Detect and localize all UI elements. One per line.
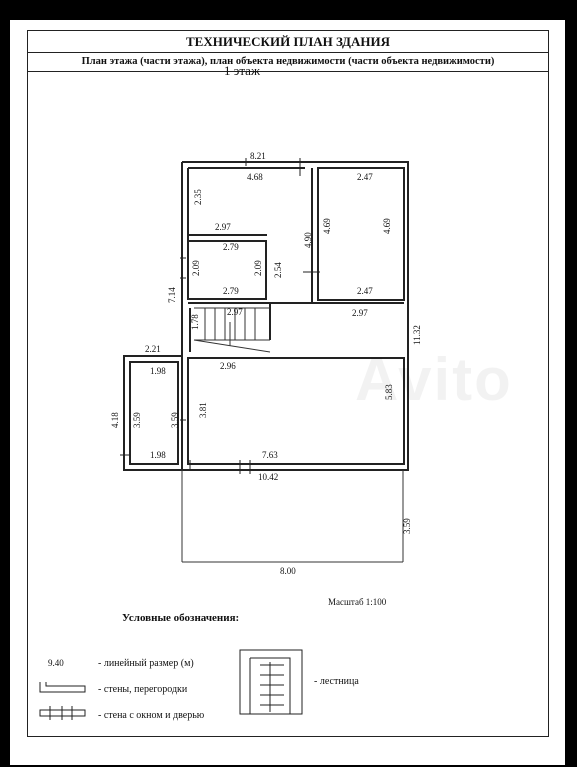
legend-item-dimension: - линейный размер (м) [98, 658, 194, 669]
hall-room [187, 357, 405, 465]
dim-label: 2.96 [220, 361, 236, 371]
dim-label: 5.83 [384, 384, 394, 400]
dim-label: 2.47 [357, 172, 373, 182]
dim-label: 2.79 [223, 242, 239, 252]
right-room [317, 167, 405, 301]
stair-steps [193, 307, 271, 353]
legend-sample-value: 9.40 [48, 658, 64, 668]
dim-label: 2.35 [193, 189, 203, 205]
stair-symbol [239, 649, 303, 715]
dim-label: 2.21 [145, 344, 161, 354]
dim-label: 7.63 [262, 450, 278, 460]
dim-label: 2.09 [191, 260, 201, 276]
document-title: ТЕХНИЧЕСКИЙ ПЛАН ЗДАНИЯ [28, 31, 548, 53]
small-room [187, 240, 267, 300]
dim-label: 2.79 [223, 286, 239, 296]
dim-label: 11.32 [412, 325, 422, 345]
dim-label: 1.98 [150, 450, 166, 460]
plan-sheet: ТЕХНИЧЕСКИЙ ПЛАН ЗДАНИЯ План этажа (част… [10, 20, 565, 765]
dim-label: 7.14 [167, 287, 177, 303]
dim-label: 8.00 [280, 566, 296, 576]
dim-label: 8.21 [250, 151, 266, 161]
wall-symbol [39, 682, 86, 693]
dim-label: 4.18 [110, 412, 120, 428]
dim-label: 3.59 [170, 412, 180, 428]
dim-label: 3.59 [402, 518, 412, 534]
dim-label: 3.59 [132, 412, 142, 428]
dim-label: 3.81 [198, 402, 208, 418]
annex-room [129, 361, 179, 465]
dim-label: 4.69 [382, 218, 392, 234]
dim-label: 1.98 [150, 366, 166, 376]
dim-label: 2.97 [352, 308, 368, 318]
legend-item-stair: - лестница [314, 676, 359, 687]
dim-label: 4.68 [247, 172, 263, 182]
dim-label: 4.90 [303, 232, 313, 248]
dim-label: 2.97 [215, 222, 231, 232]
legend-item-window-door: - стена с окном и дверью [98, 710, 205, 721]
legend-symbols [39, 649, 303, 720]
openings [120, 158, 320, 474]
document-subtitle: План этажа (части этажа), план объекта н… [28, 53, 548, 72]
watermark: Avito [355, 346, 513, 413]
dim-label: 10.42 [258, 472, 278, 482]
terrace-outline [181, 470, 404, 563]
dim-label: 1.78 [190, 314, 200, 330]
legend-title: Условные обозначения: [122, 612, 240, 624]
dim-label: 4.69 [322, 218, 332, 234]
dim-label: 2.54 [273, 262, 283, 278]
dim-label: 2.47 [357, 286, 373, 296]
dim-label: 2.97 [227, 307, 243, 317]
legend-item-walls: - стены, перегородки [98, 684, 188, 695]
outer-wall [123, 161, 409, 471]
scale-label: Масштаб 1:100 [328, 597, 387, 607]
floor-label: 1 этаж [224, 63, 260, 78]
dim-label: 2.09 [253, 260, 263, 276]
title-frame: ТЕХНИЧЕСКИЙ ПЛАН ЗДАНИЯ План этажа (част… [27, 30, 549, 737]
